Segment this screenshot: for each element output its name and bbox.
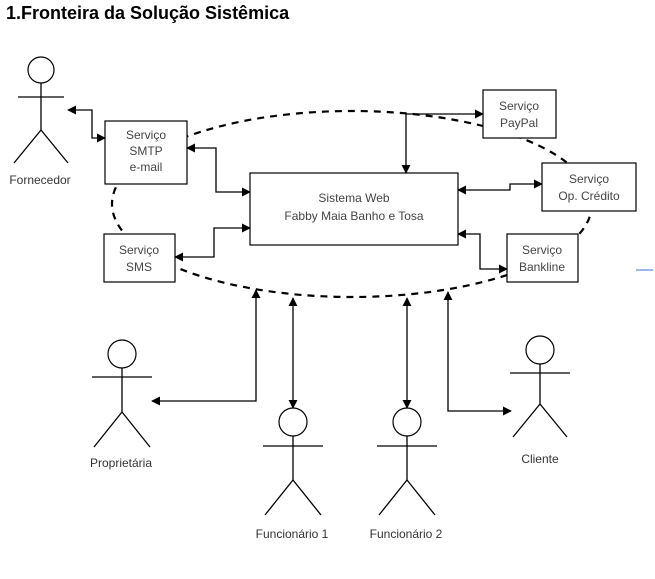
service-smtp-box: Serviço SMTP e-mail: [104, 120, 188, 185]
connector-sms-system: [174, 223, 251, 262]
actor-funcionario2: Funcionário 2: [370, 407, 443, 541]
connector-paypal-system: [401, 109, 484, 174]
actor-label-cliente: Cliente: [521, 452, 559, 466]
actor-funcionario1: Funcionário 1: [256, 407, 329, 541]
connector-credito-system: [457, 179, 543, 195]
connector-cliente: [443, 291, 512, 416]
svg-text:Serviço: Serviço: [569, 172, 609, 186]
svg-text:Serviço: Serviço: [499, 99, 539, 113]
service-paypal-box: Serviço PayPal: [482, 89, 557, 139]
actor-fornecedor: Fornecedor: [9, 56, 71, 187]
svg-text:Serviço: Serviço: [126, 128, 166, 142]
svg-text:Bankline: Bankline: [519, 260, 565, 274]
system-label-line1: Sistema Web: [318, 191, 389, 205]
connector-smtp-system: [186, 143, 251, 197]
svg-text:e-mail: e-mail: [130, 160, 163, 174]
system-label-line2: Fabby Maia Banho e Tosa: [284, 209, 424, 223]
actor-label-proprietaria: Proprietária: [90, 456, 152, 470]
service-bankline-box: Serviço Bankline: [506, 233, 579, 283]
svg-text:Serviço: Serviço: [119, 243, 159, 257]
connector-bankline-system: [457, 229, 508, 274]
svg-text:SMS: SMS: [126, 260, 152, 274]
svg-text:Serviço: Serviço: [522, 243, 562, 257]
svg-text:PayPal: PayPal: [500, 116, 538, 130]
svg-text:SMTP: SMTP: [129, 144, 162, 158]
service-credito-box: Serviço Op. Crédito: [541, 162, 637, 212]
actor-proprietaria: Proprietária: [90, 339, 152, 470]
actor-label-fornecedor: Fornecedor: [9, 173, 70, 187]
actor-cliente: Cliente: [510, 335, 570, 466]
actor-label-funcionario2: Funcionário 2: [370, 527, 443, 541]
actor-label-funcionario1: Funcionário 1: [256, 527, 329, 541]
connectors: [67, 105, 543, 416]
system-box: Sistema Web Fabby Maia Banho e Tosa: [249, 172, 459, 246]
connector-proprietaria: [151, 289, 261, 406]
service-sms-box: Serviço SMS: [103, 233, 176, 283]
svg-text:Op. Crédito: Op. Crédito: [558, 189, 620, 203]
connector-fornecedor-smtp: [67, 105, 106, 143]
diagram-title: 1.Fronteira da Solução Sistêmica: [6, 3, 290, 23]
